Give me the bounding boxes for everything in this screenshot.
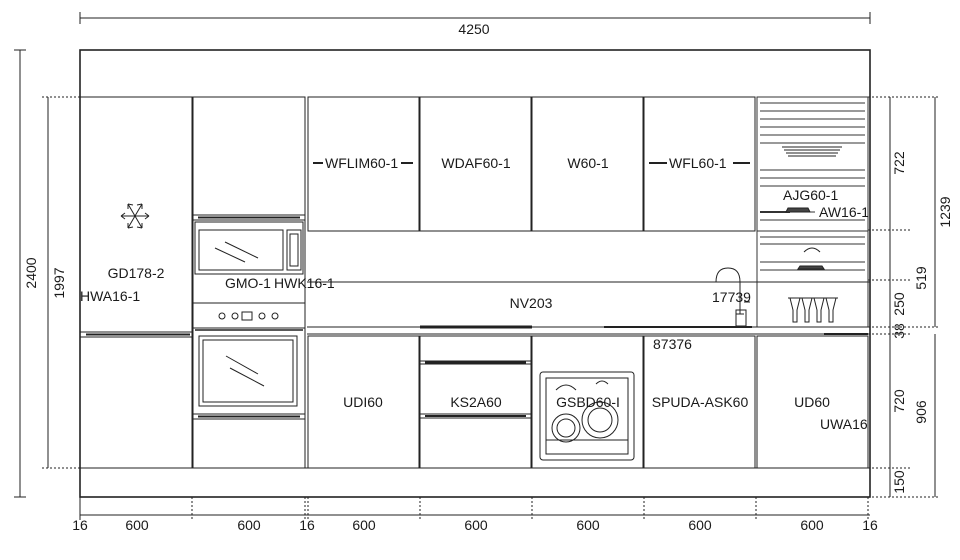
microwave xyxy=(194,221,304,275)
upper-cabinet-3-label: W60-1 xyxy=(567,155,608,171)
tap-label: 17739 xyxy=(712,289,751,305)
splash-lower-value: 250 xyxy=(891,292,907,316)
height-value: 2400 xyxy=(23,257,39,288)
upper-total-value: 1239 xyxy=(937,196,953,227)
oven xyxy=(198,335,298,407)
dimension-overall-width: 4250 xyxy=(79,12,871,37)
bottom-dim-0: 16 xyxy=(72,517,88,533)
worktop-label: NV203 xyxy=(510,295,553,311)
base-cabinet-5-label: UD60 xyxy=(794,394,830,410)
oven-handle-label: HWK16-1 xyxy=(274,275,335,291)
bottom-dim-2: 600 xyxy=(237,517,261,533)
width-value: 4250 xyxy=(458,21,489,37)
shelf-handle-label: AW16-1 xyxy=(819,204,869,220)
wine-glasses-icon xyxy=(788,297,838,323)
microwave-label: GMO-1 xyxy=(225,275,271,291)
base-cabinets xyxy=(307,335,869,469)
fridge-handle-label: HWA16-1 xyxy=(80,288,140,304)
dimension-tall-height: 1997 xyxy=(42,96,80,469)
bottom-dim-5: 600 xyxy=(464,517,488,533)
bottom-dim-1: 600 xyxy=(125,517,149,533)
bottom-dim-4: 600 xyxy=(352,517,376,533)
upper-cabinet-4-label: WFL60-1 xyxy=(669,155,727,171)
worktop xyxy=(307,281,870,335)
open-shelf-unit xyxy=(756,96,869,328)
dimension-bottom-line xyxy=(79,497,870,520)
open-shelf-label: AJG60-1 xyxy=(783,187,838,203)
base-cabinet-2-label: KS2A60 xyxy=(450,394,502,410)
fridge-label: GD178-2 xyxy=(108,265,165,281)
dimension-overall-height: 2400 xyxy=(14,49,39,498)
oven-column xyxy=(192,96,306,469)
tall-height-value: 1997 xyxy=(51,267,67,298)
dishes-icon xyxy=(539,371,635,461)
upper-height-value: 722 xyxy=(891,151,907,175)
fridge-column xyxy=(79,96,193,469)
plinth-height-value: 150 xyxy=(891,470,907,494)
base-height-value: 720 xyxy=(891,389,907,413)
snowflake-icon xyxy=(120,203,150,229)
upper-cabinet-1-label: WFLIM60-1 xyxy=(325,155,398,171)
base-total-value: 906 xyxy=(913,400,929,424)
splash-height-value: 519 xyxy=(913,266,929,290)
worktop-thickness-value: 38 xyxy=(891,323,907,339)
dimension-right-group xyxy=(868,96,940,498)
bottom-dim-3: 16 xyxy=(299,517,315,533)
bottom-dim-9: 16 xyxy=(862,517,878,533)
dishwasher-label: GSBD60-I xyxy=(556,394,620,410)
sink-label: 87376 xyxy=(653,336,692,352)
tap-icon xyxy=(715,267,750,327)
bottom-dim-8: 600 xyxy=(800,517,824,533)
bottom-dim-6: 600 xyxy=(576,517,600,533)
base-cabinet-4-label: SPUDA-ASK60 xyxy=(652,394,749,410)
base-handle-label: UWA16 xyxy=(820,416,868,432)
bottom-dim-7: 600 xyxy=(688,517,712,533)
upper-cabinet-2-label: WDAF60-1 xyxy=(441,155,510,171)
bottom-dimension-labels: 16 600 600 16 600 600 600 600 600 16 xyxy=(72,517,878,533)
upper-cabinets xyxy=(307,96,756,232)
plates-icon xyxy=(782,146,842,270)
base-cabinet-1-label: UDI60 xyxy=(343,394,383,410)
